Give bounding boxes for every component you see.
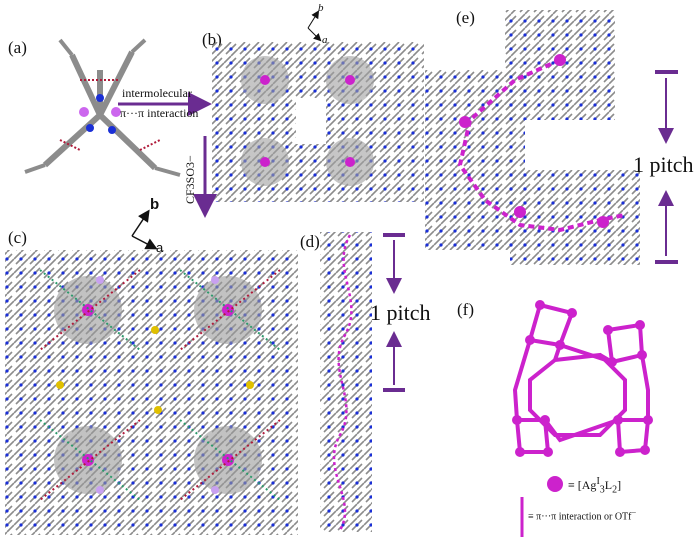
legend-edge-text: ≡ π···π interaction or OTf− — [528, 508, 637, 523]
panel-label-a: (a) — [8, 38, 27, 57]
pitch-label-d: 1 pitch — [370, 300, 431, 325]
axis-b-b-label: b — [318, 2, 324, 14]
arrow-label-pi-pi: π···π interaction — [120, 106, 199, 120]
arrow-label-intermolecular: intermolecular — [122, 86, 192, 100]
pitch-label-e: 1 pitch — [633, 152, 694, 177]
axis-c-b-label: b — [150, 196, 160, 213]
pitch-bracket-e — [655, 70, 678, 264]
legend-node-marker — [547, 476, 563, 492]
axis-c-a-arrow — [131, 235, 158, 250]
panel-label-f: (f) — [457, 300, 474, 319]
axis-b-a-arrow — [307, 27, 322, 42]
panel-label-c: (c) — [8, 228, 27, 247]
arrow-label-counterion: CF3SO3− — [183, 155, 197, 204]
axis-c-b-arrow — [131, 209, 150, 237]
panel-a-molecule — [24, 38, 181, 177]
legend-node-text: ≡ [AgI3L2] — [568, 476, 622, 496]
axis-b-a-label: a — [322, 34, 328, 46]
panel-f-net — [512, 302, 651, 455]
axis-b-b-arrow — [307, 10, 320, 29]
panel-label-e: (e) — [456, 8, 475, 27]
axis-c-a-label: a — [156, 240, 164, 255]
panel-c-framework — [5, 250, 298, 535]
panel-f-nodes — [512, 300, 653, 457]
panel-label-d: (d) — [300, 232, 320, 251]
panel-b-packing — [212, 42, 424, 202]
panel-d-helix — [320, 232, 372, 532]
panel-e-helix — [425, 10, 640, 265]
pitch-bracket-d — [383, 233, 405, 392]
